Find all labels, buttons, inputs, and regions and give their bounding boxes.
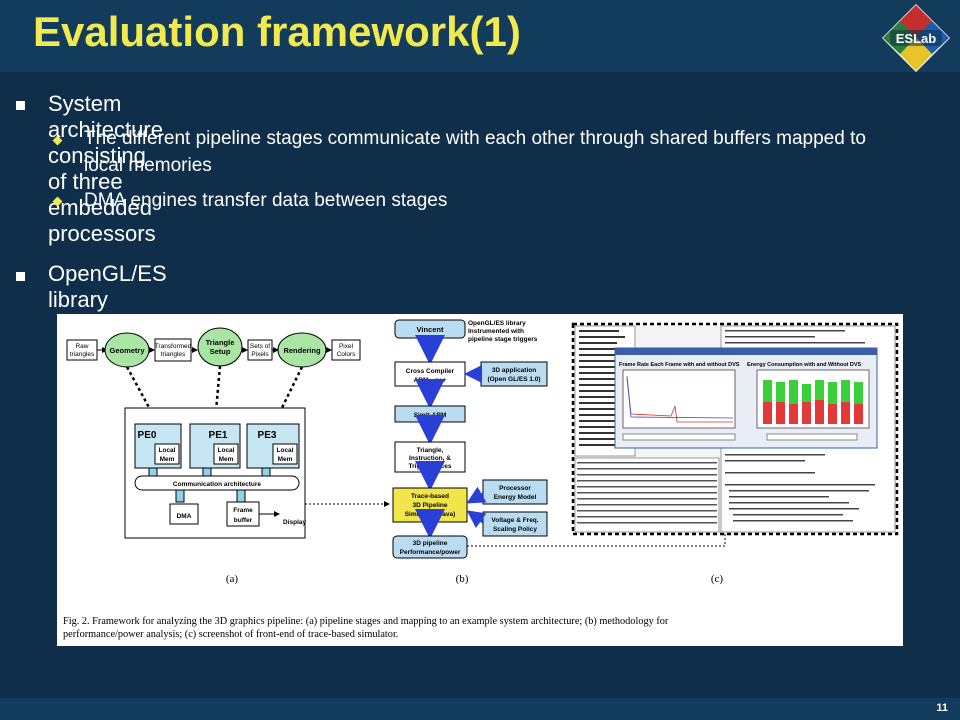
vincent-label: Vincent xyxy=(417,325,444,334)
sets-label-1: Sets of xyxy=(250,343,270,350)
logo-text: ESLab xyxy=(896,31,937,46)
panel-a-label: (a) xyxy=(226,573,239,585)
frame-label-1: Frame xyxy=(233,507,253,514)
pe1-label: PE1 xyxy=(209,430,228,441)
mem-label-1: Local xyxy=(218,447,235,454)
panel-c-label: (c) xyxy=(711,573,724,585)
panel-b: Vincent OpenGL/ES library Instrumented w… xyxy=(392,319,548,585)
figure-caption-line-2: performance/power analysis; (c) screensh… xyxy=(63,629,398,640)
dma-box xyxy=(169,503,199,525)
slide-title: Evaluation framework(1) xyxy=(33,8,521,55)
traces-label-3: Trigger traces xyxy=(409,463,452,470)
perf-label-1: 3D pipeline xyxy=(413,540,448,547)
traces-label-2: Instruction, & xyxy=(409,455,451,462)
bullet-2-text: OpenGL/ES library xyxy=(48,261,167,312)
sets-label-2: Pixels xyxy=(251,351,269,358)
file-tree-lines xyxy=(579,330,625,446)
setup-label-2: Setup xyxy=(210,347,231,356)
code-lines xyxy=(725,330,875,522)
opengl-lib-3: pipeline stage triggers xyxy=(468,336,538,343)
framework-figure-svg: Raw triangles Geometry Transformed trian… xyxy=(63,319,899,640)
opengl-lib-1: OpenGL/ES library xyxy=(468,320,526,327)
energy-label-2: Energy Model xyxy=(494,494,537,501)
raw-label-2: triangles xyxy=(70,351,95,358)
perf-label-2: Performance/power xyxy=(400,549,461,556)
panel-b-label: (b) xyxy=(456,573,469,585)
mem-label-2: Mem xyxy=(278,456,293,463)
chart2-title: Energy Consumption with and Without DVS xyxy=(747,362,862,368)
energy-label-1: Processor xyxy=(499,485,531,492)
page-number: 11 xyxy=(936,702,948,714)
energy-bars xyxy=(763,380,863,424)
comm-label: Communication architecture xyxy=(173,481,262,488)
transformed-label-2: triangles xyxy=(161,351,186,358)
traces-label-1: Triangle, xyxy=(417,447,444,454)
simit-label: Simit-ARM xyxy=(414,412,447,419)
sim-label-3: Simulator (Java) xyxy=(405,511,456,518)
rendering-label: Rendering xyxy=(283,346,321,355)
sim-label-2: 3D Pipeline xyxy=(412,502,447,509)
transformed-label-1: Transformed xyxy=(155,343,192,350)
panel-c-screenshot: Frame Rate Each Frame with and without D… xyxy=(571,322,899,585)
voltage-label-2: Scaling Policy xyxy=(493,526,537,533)
pe0-label: PE0 xyxy=(138,430,157,441)
panel-a: Raw triangles Geometry Transformed trian… xyxy=(66,327,361,585)
frame-label-2: buffer xyxy=(234,517,253,524)
cross-label-1: Cross Compiler xyxy=(406,368,455,375)
figure-caption-line-1: Fig. 2. Framework for analyzing the 3D g… xyxy=(63,616,669,627)
mem-label-1: Local xyxy=(277,447,294,454)
app-label-2: (Open GL/ES 1.0) xyxy=(487,376,540,383)
app-label-1: 3D application xyxy=(492,367,536,374)
framework-figure: Raw triangles Geometry Transformed trian… xyxy=(57,314,903,646)
raw-label-1: Raw xyxy=(75,343,88,350)
dma-label: DMA xyxy=(177,513,192,520)
mem-label-2: Mem xyxy=(219,456,234,463)
eslab-logo: ESLab xyxy=(882,4,950,72)
sim-label-1: Trace-based xyxy=(411,493,449,500)
opengl-lib-2: Instrumented with xyxy=(468,328,524,335)
pe3-label: PE3 xyxy=(258,430,277,441)
square-bullet-icon xyxy=(16,272,25,281)
pixel-label-1: Pixel xyxy=(339,343,354,350)
bullet-1-text: System architecture consisting of three … xyxy=(48,91,163,246)
mem-label-2: Mem xyxy=(160,456,175,463)
sub-bullet-1-text: The different pipeline stages communicat… xyxy=(84,128,866,176)
voltage-policy-box xyxy=(482,511,548,537)
frame-buffer-box xyxy=(226,501,260,527)
comm-arch-bar xyxy=(134,475,300,491)
cross-label-2: ARM—g++ xyxy=(414,377,447,384)
data-table-lines xyxy=(577,462,717,524)
chart1-title: Frame Rate Each Frame with and without D… xyxy=(619,362,740,368)
footer-bar: 11 xyxy=(0,698,960,720)
setup-label-1: Triangle xyxy=(206,338,235,347)
title-bar: Evaluation framework(1) ESLab xyxy=(0,0,960,72)
display-label: Display xyxy=(283,519,307,526)
sub-bullet-2-text: DMA engines transfer data between stages xyxy=(84,190,448,211)
square-bullet-icon xyxy=(16,101,25,110)
geometry-label: Geometry xyxy=(109,346,145,355)
3d-app-box xyxy=(480,361,548,387)
perf-power-node xyxy=(392,535,468,559)
voltage-label-1: Voltage & Freq. xyxy=(491,517,538,524)
mem-label-1: Local xyxy=(159,447,176,454)
pixel-label-2: Colors xyxy=(337,351,357,358)
